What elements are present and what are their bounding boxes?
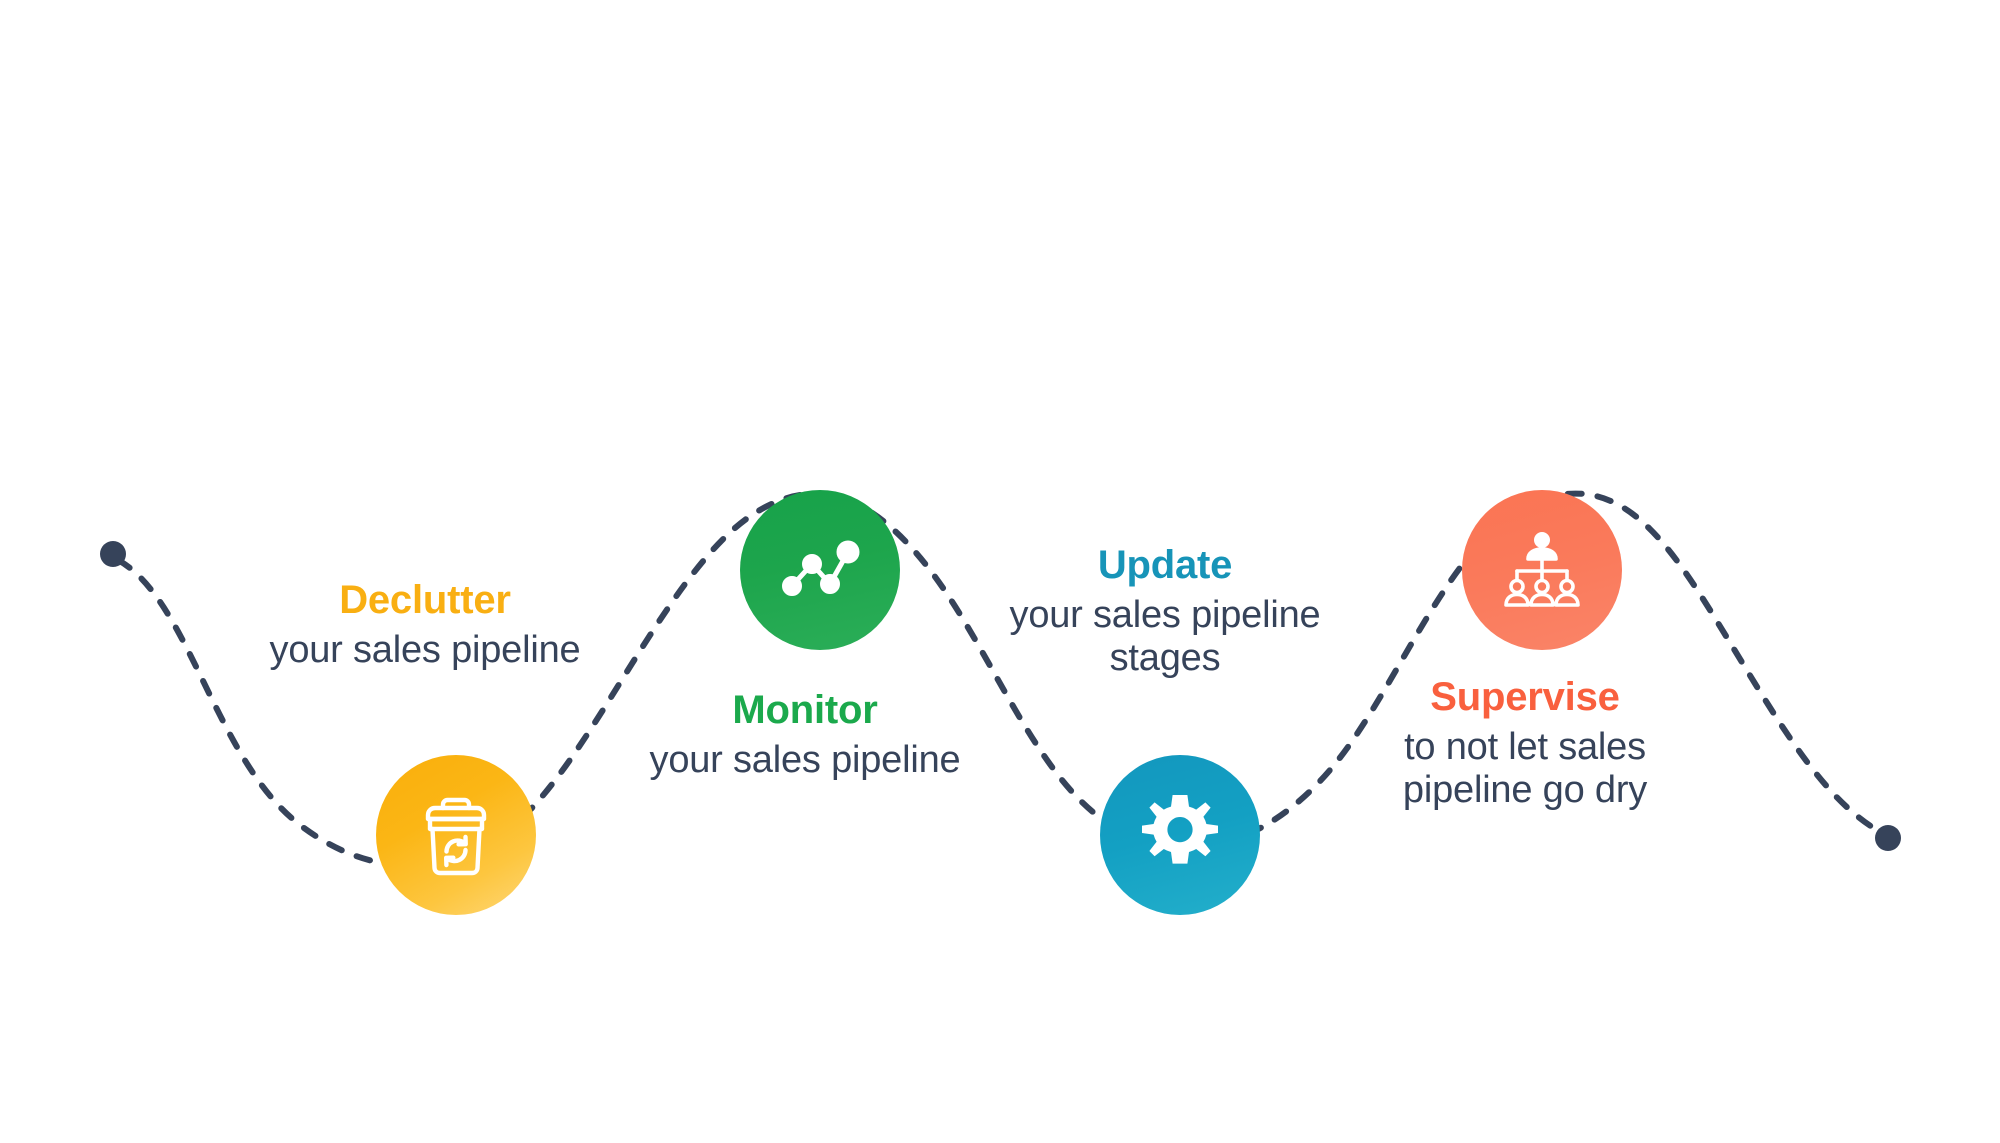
step-icon-supervise[interactable] [1462,490,1622,650]
step-body-line: to not let sales [1404,726,1646,769]
org-chart-icon [1504,532,1580,607]
step-text-supervise: Supervise to not let sales pipeline go d… [1315,675,1735,812]
step-body-line: your sales pipeline [1009,594,1321,637]
step-icon-declutter[interactable] [376,755,536,915]
step-body-monitor: your sales pipeline [595,739,1015,782]
dashed-wave-path [115,490,1887,869]
recycle-bin-icon [425,797,487,876]
step-text-declutter: Declutter your sales pipeline [215,578,635,672]
step-body-supervise: to not let sales pipeline go dry [1315,726,1735,812]
gear-icon [1142,795,1218,864]
step-title-declutter: Declutter [339,578,511,622]
step-body-line: your sales pipeline [649,739,961,782]
step-body-update: your sales pipeline stages [955,594,1375,680]
line-chart-icon [782,540,860,596]
wave-start-dot [100,541,126,567]
step-text-monitor: Monitor your sales pipeline [595,688,1015,782]
step-body-line: stages [1109,637,1221,680]
step-body-line: your sales pipeline [269,629,581,672]
step-text-update: Update your sales pipeline stages [955,543,1375,680]
step-title-monitor: Monitor [732,688,878,732]
step-title-supervise: Supervise [1430,675,1620,719]
step-body-line: pipeline go dry [1402,769,1648,812]
step-title-update: Update [1097,543,1233,587]
step-icon-monitor[interactable] [740,490,900,650]
wave-end-dot [1875,825,1901,851]
step-icon-update[interactable] [1100,755,1260,915]
step-body-declutter: your sales pipeline [215,629,635,672]
